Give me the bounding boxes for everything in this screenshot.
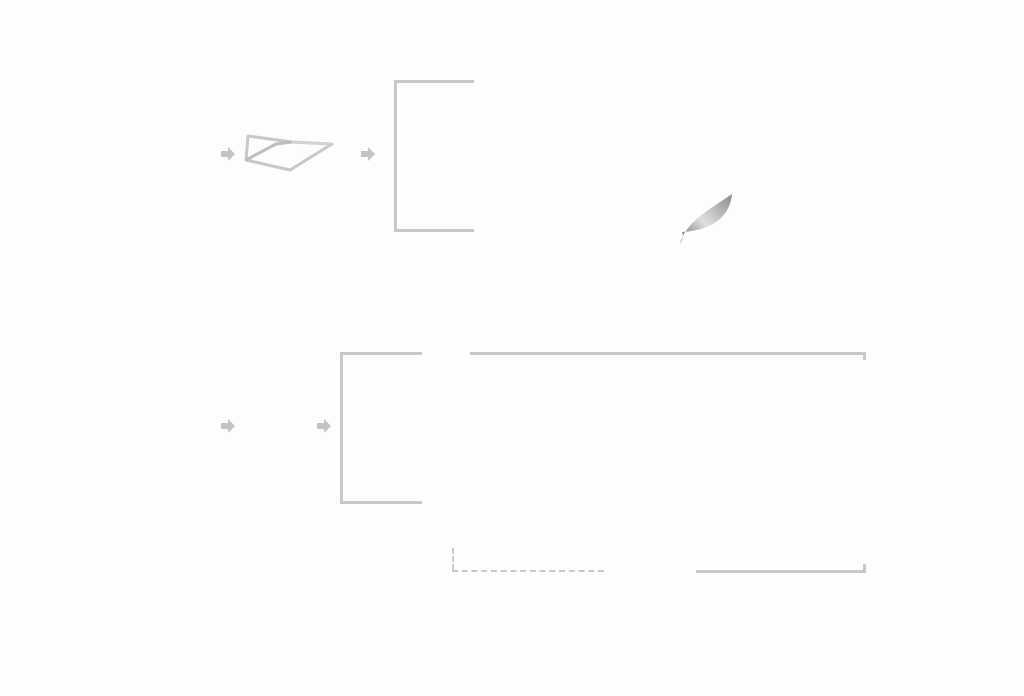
dashed-box-left-edge [452, 548, 454, 570]
bottom-bracket [340, 352, 422, 504]
flow-arrow-icon [361, 147, 375, 161]
dashed-box-bottom-edge [452, 570, 604, 572]
quill-feather-icon [680, 194, 732, 244]
content-box-bottom-right-corner [863, 564, 866, 573]
flow-arrow-icon [317, 419, 331, 433]
open-tray-icon [244, 134, 334, 172]
flow-arrow-icon [221, 147, 235, 161]
content-box-top-edge [470, 352, 866, 355]
top-bracket [394, 80, 474, 232]
flow-arrow-icon [221, 419, 235, 433]
content-box-bottom-edge [696, 570, 866, 573]
content-box-top-right-corner [863, 352, 866, 360]
